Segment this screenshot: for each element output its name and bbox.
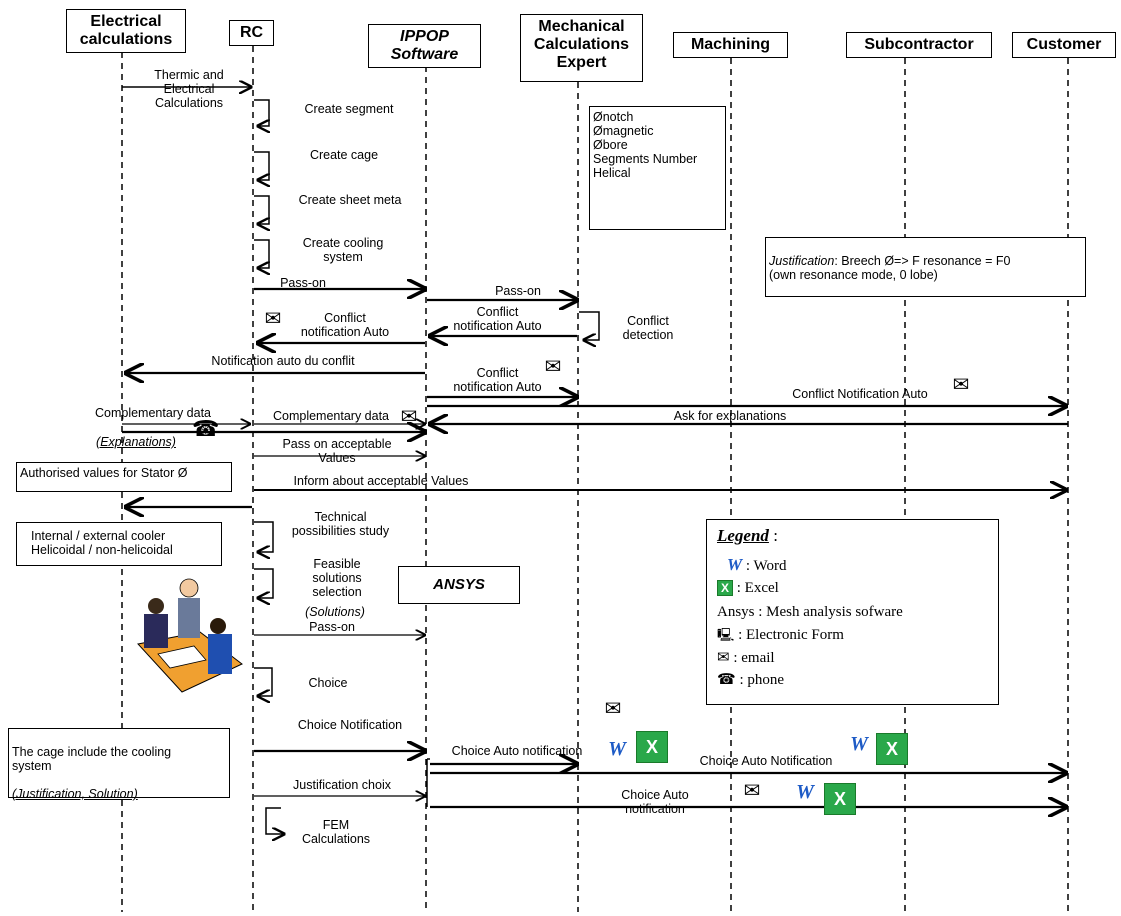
justification-label: Justification (769, 254, 835, 268)
label-conflict-notif-cust: Conflict Notification Auto (792, 387, 928, 401)
legend-row-word: W : Word (727, 555, 786, 575)
selfloop-create-cooling (254, 239, 269, 268)
header-machining: Machining (673, 32, 788, 58)
word-icon: W (796, 781, 814, 803)
label-create-cooling: Create cooling system (302, 236, 384, 264)
label-notif-conflit: Notification auto du conflit (211, 354, 355, 368)
label-complementary-2: Complementary data (272, 409, 390, 423)
label-thermic: Thermic and Electrical Calculations (154, 68, 224, 110)
label-justification-choix: Justification choix (293, 778, 391, 792)
word-icon: W (727, 555, 743, 574)
header-rc: RC (229, 20, 274, 46)
email-icon: ✉ (264, 308, 282, 330)
label-conflict-auto-3: Conflict notification Auto (453, 366, 542, 394)
label-create-cage: Create cage (309, 148, 379, 162)
label-pass-on-3: Pass-on (309, 620, 355, 634)
note-justification: Justification: Breech Ø=> F resonance = … (765, 237, 1086, 297)
label-choice-auto-2: Choice Auto Notification (699, 754, 833, 768)
header-subcontractor: Subcontractor (846, 32, 992, 58)
label-conflict-detection: Conflict detection (622, 314, 674, 342)
email-icon: ✉ (400, 406, 418, 428)
label-create-sheet: Create sheet meta (298, 193, 402, 207)
email-icon: ✉ (743, 780, 761, 802)
label-choice-auto-3: Choice Auto notification (621, 788, 689, 816)
header-ippop: IPPOP Software (368, 24, 481, 68)
legend-row-eform: 🖳 : Electronic Form (717, 626, 844, 648)
note-cage: The cage include the cooling system (Jus… (8, 728, 230, 801)
label-tech-study: Technical possibilities study (291, 510, 390, 538)
note-cooler: Internal / external cooler Helicoidal / … (16, 522, 222, 566)
email-icon: ✉ (544, 356, 562, 378)
phone-icon: ☎ (717, 672, 736, 688)
meeting-illustration (137, 578, 243, 693)
note-authorised: Authorised values for Stator Ø (16, 462, 232, 492)
label-solutions: (Solutions) (305, 605, 365, 619)
label-pass-on-1: Pass-on (280, 276, 326, 290)
email-icon: ✉ (952, 374, 970, 396)
excel-icon: X (636, 731, 668, 763)
email-icon: ✉ (604, 698, 622, 720)
eform-icon: 🖳 (717, 627, 735, 642)
selfloop-fem (265, 807, 284, 834)
selfloop-choice (254, 667, 273, 696)
label-conflict-auto-1: Conflict notification Auto (300, 311, 390, 339)
legend-row-excel: X : Excel (717, 580, 779, 597)
word-icon: W (608, 738, 626, 760)
justification-text: : Breech Ø=> F resonance = F0 (own reson… (769, 254, 1011, 282)
excel-icon: X (824, 783, 856, 815)
header-customer: Customer (1012, 32, 1116, 58)
legend-title-suffix: : (768, 526, 778, 545)
ansys-box: ANSYS (398, 566, 520, 604)
legend-ansys: Ansys : Mesh analysis sofware (717, 604, 903, 620)
label-choice-notification: Choice Notification (297, 718, 403, 732)
label-create-segment: Create segment (304, 102, 394, 116)
excel-icon: X (876, 733, 908, 765)
header-electrical: Electrical calculations (66, 9, 186, 53)
label-ask-explanations: Ask for explanations (673, 409, 787, 423)
cage-note-text: The cage include the cooling system (12, 745, 172, 773)
selfloop-feasible (254, 568, 274, 598)
legend-row-ansys: Ansys : Mesh analysis sofware (717, 604, 903, 621)
legend-eform: : Electronic Form (738, 627, 844, 643)
word-icon: W (850, 733, 868, 755)
label-pass-acceptable: Pass on acceptable Values (282, 437, 392, 465)
label-explanations: (Explanations) (96, 435, 176, 449)
selfloop-conflict-detection (579, 311, 600, 340)
label-choice-auto-1: Choice Auto notification (451, 744, 583, 758)
legend-row-phone: ☎ : phone (717, 670, 784, 689)
excel-icon: X (717, 580, 733, 596)
legend-phone: : phone (739, 672, 785, 688)
legend-row-email: ✉ : email (717, 648, 775, 667)
selfloop-create-sheet (254, 195, 269, 224)
selfloop-create-segment (254, 99, 269, 126)
label-choice: Choice (308, 676, 348, 690)
label-inform-acceptable: Inform about acceptable Values (293, 474, 469, 488)
cage-note-tail: (Justification, Solution) (12, 787, 138, 801)
selfloop-tech-study (254, 521, 274, 552)
label-pass-on-2: Pass-on (495, 284, 541, 298)
label-feasible: Feasible solutions selection (312, 557, 362, 599)
phone-icon: ☎ (192, 416, 220, 441)
header-mechanical: Mechanical Calculations Expert (520, 14, 643, 82)
legend-word: : Word (745, 558, 787, 574)
label-conflict-auto-2: Conflict notification Auto (453, 305, 542, 333)
legend-title: Legend (717, 526, 769, 545)
note-mech-params: Ønotch Ømagnetic Øbore Segments Number H… (589, 106, 726, 230)
label-fem: FEM Calculations (301, 818, 371, 846)
legend-excel: : Excel (736, 580, 779, 596)
legend-box: Legend : W : Word X : Excel Ansys : Mesh… (706, 519, 999, 705)
email-icon: ✉ (717, 650, 730, 666)
legend-email: : email (733, 650, 775, 666)
label-complementary-1: Complementary data (94, 406, 212, 420)
selfloop-create-cage (254, 151, 269, 180)
